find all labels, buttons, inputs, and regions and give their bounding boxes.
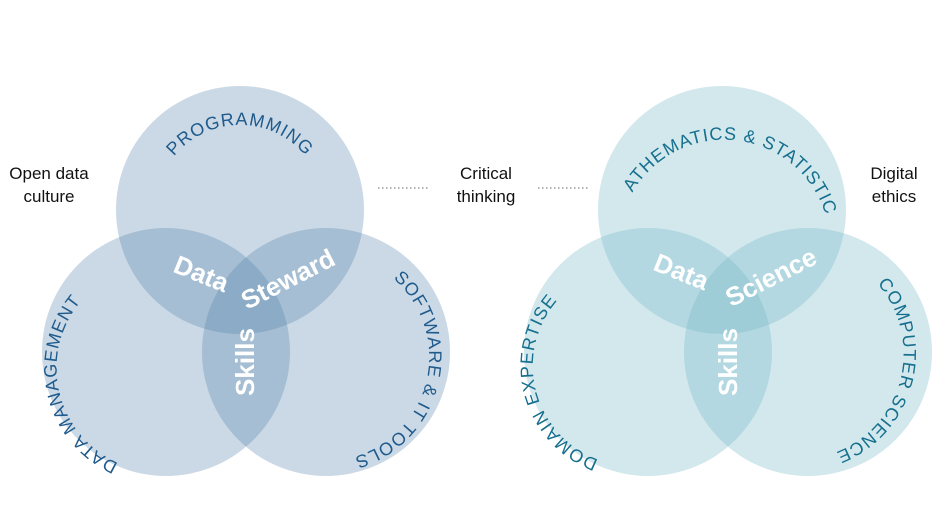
left-center-word-3: Skills: [230, 328, 260, 396]
right-center-word-3: Skills: [713, 328, 743, 396]
side-label-digital-ethics: Digital ethics: [870, 164, 917, 206]
side-label-line: Digital: [870, 164, 917, 183]
left-bottom-left-circle: [42, 228, 290, 476]
left-top-circle: [116, 86, 364, 334]
left-bottom-right-circle: [202, 228, 450, 476]
side-label-open-data-culture: Open data culture: [9, 164, 89, 206]
side-label-line: Open data: [9, 164, 89, 183]
right-bottom-right-circle: [684, 228, 932, 476]
side-label-line: culture: [23, 187, 74, 206]
right-top-circle: [598, 86, 846, 334]
side-label-line: Critical: [460, 164, 512, 183]
side-label-line: thinking: [457, 187, 516, 206]
side-label-line: ethics: [872, 187, 916, 206]
left-venn: PROGRAMMING DATA MANAGEMENT SOFTWARE & I…: [40, 86, 450, 478]
side-label-critical-thinking: Critical thinking: [457, 164, 516, 206]
right-bottom-left-circle: [524, 228, 772, 476]
